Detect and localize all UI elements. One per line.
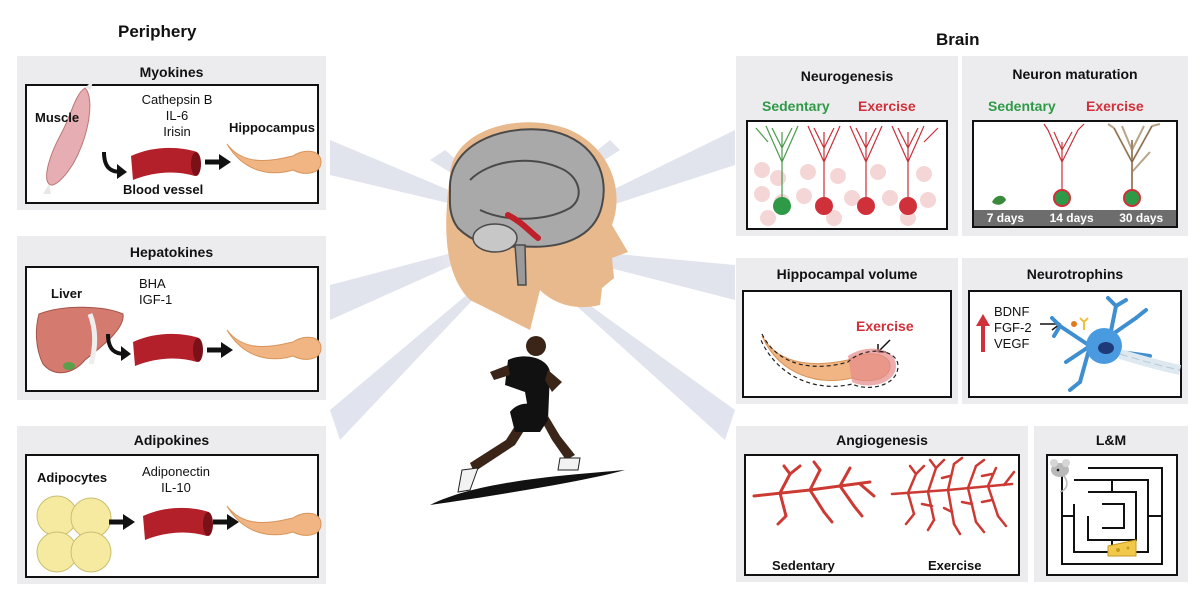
factor-adiponectin: Adiponectin xyxy=(142,464,210,479)
myokines-factors: Cathepsin B IL-6 Irisin xyxy=(137,92,217,140)
myokines-frame: Muscle Cathepsin B IL-6 Irisin Blood ves… xyxy=(25,80,322,204)
day-label: 14 days xyxy=(1049,211,1094,225)
sedentary-vessels-icon xyxy=(752,460,876,526)
hippocampus-icon xyxy=(226,505,322,536)
adipokines-panel: Adipokines Adipocytes Adiponectin IL-10 xyxy=(17,426,326,584)
hepatokines-title: Hepatokines xyxy=(129,244,214,260)
blood-vessel-label: Blood vessel xyxy=(123,182,204,197)
myokines-panel: Myokines Muscle Cathepsin B IL-6 Irisin … xyxy=(17,56,326,210)
blood-vessel-icon xyxy=(131,147,201,180)
volume-title: Hippocampal volume xyxy=(776,266,918,282)
angiogenesis-frame: Sedentary Exercise xyxy=(744,454,1020,576)
factor-fgf-2: FGF-2 xyxy=(994,320,1032,335)
hippocampus-in-brain xyxy=(505,212,541,241)
hippocampus-icon xyxy=(226,143,322,174)
exercise-vessels-icon xyxy=(890,456,1016,536)
neurotrophins-factors: BDNF FGF-2 VEGF xyxy=(994,304,1032,352)
myokines-title: Myokines xyxy=(139,64,204,80)
curved-arrow-icon xyxy=(106,333,131,361)
adipocytes-icon xyxy=(36,495,112,573)
blood-vessel-icon xyxy=(133,333,203,366)
neurogenesis-neurons-icon xyxy=(754,125,939,226)
arrow-icon xyxy=(207,342,233,358)
factor-bdnf: BDNF xyxy=(994,304,1030,319)
mouse-icon xyxy=(1050,459,1070,493)
angiogenesis-panel: Angiogenesis Sedentary Exercise xyxy=(736,426,1028,582)
angiogenesis-exercise-label: Exercise xyxy=(928,558,982,573)
brain-icon xyxy=(448,128,605,248)
neurotrophins-panel: Neurotrophins BDNF FGF-2 VEGF xyxy=(962,258,1188,404)
adipokines-factors: Adiponectin IL-10 xyxy=(131,464,221,496)
day-label: 7 days xyxy=(986,211,1025,225)
hippocampal-volume-icon xyxy=(759,333,899,388)
volume-exercise-label: Exercise xyxy=(856,318,914,334)
neurogenesis-frame xyxy=(746,120,948,230)
cheese-icon xyxy=(1107,539,1137,557)
muscle-icon xyxy=(43,80,93,194)
hepatokines-factors: BHA IGF-1 xyxy=(139,276,189,308)
adipokines-frame: Adipocytes Adiponectin IL-10 xyxy=(25,454,322,578)
adipocytes-label: Adipocytes xyxy=(37,470,108,485)
periphery-heading: Periphery xyxy=(118,22,197,41)
neurogenesis-sedentary-label: Sedentary xyxy=(762,98,830,114)
lm-frame xyxy=(1046,454,1178,576)
hepatokines-panel: Hepatokines Liver BHA IGF-1 xyxy=(17,236,326,400)
maturation-exercise-label: Exercise xyxy=(1086,98,1144,114)
maturation-days-bar: 7 days 14 days 30 days xyxy=(974,210,1176,226)
lm-title: L&M xyxy=(1095,432,1127,448)
maturation-frame: 7 days 14 days 30 days xyxy=(972,120,1178,228)
angiogenesis-title: Angiogenesis xyxy=(836,432,928,448)
day-label: 30 days xyxy=(1119,211,1164,225)
lm-panel: L&M xyxy=(1034,426,1188,582)
factor-vegf: VEGF xyxy=(994,336,1030,351)
brain-heading: Brain xyxy=(936,30,980,49)
neurogenesis-panel: Neurogenesis Sedentary Exercise xyxy=(736,56,958,236)
arrow-icon xyxy=(109,514,135,530)
curved-arrow-icon xyxy=(102,151,127,179)
maturation-neurons-icon xyxy=(992,123,1161,207)
liver-icon xyxy=(35,306,124,374)
neurogenesis-exercise-label: Exercise xyxy=(858,98,916,114)
hippocampus-label: Hippocampus xyxy=(229,120,315,135)
liver-label: Liver xyxy=(51,286,83,301)
neurogenesis-title: Neurogenesis xyxy=(800,68,894,84)
maturation-panel: Neuron maturation Sedentary Exercise 7 d… xyxy=(962,56,1188,236)
neuron-icon xyxy=(1050,296,1181,392)
up-arrow-icon xyxy=(976,314,990,352)
hepatokines-frame: Liver BHA IGF-1 xyxy=(25,266,322,392)
factor-il-6: IL-6 xyxy=(165,108,189,123)
factor-bha: BHA xyxy=(139,276,166,291)
factor-irisin: Irisin xyxy=(163,124,191,139)
blood-vessel-icon xyxy=(143,507,213,540)
neurotrophins-frame: BDNF FGF-2 VEGF xyxy=(968,290,1182,398)
factor-cathepsin-b: Cathepsin B xyxy=(141,92,213,107)
maturation-title: Neuron maturation xyxy=(1012,66,1138,82)
volume-panel: Hippocampal volume Exercise xyxy=(736,258,958,404)
maze-icon xyxy=(1050,459,1163,565)
muscle-label: Muscle xyxy=(35,110,80,125)
hippocampus-icon xyxy=(226,329,322,360)
volume-frame: Exercise xyxy=(742,290,952,398)
factor-il-10: IL-10 xyxy=(161,480,191,495)
runner-icon xyxy=(457,336,581,493)
factor-igf-1: IGF-1 xyxy=(139,292,173,307)
maturation-sedentary-label: Sedentary xyxy=(988,98,1056,114)
arrow-icon xyxy=(205,154,231,170)
adipokines-title: Adipokines xyxy=(133,432,210,448)
arrow-icon xyxy=(213,514,239,530)
angiogenesis-sedentary-label: Sedentary xyxy=(772,558,835,573)
neurotrophins-title: Neurotrophins xyxy=(1026,266,1124,282)
